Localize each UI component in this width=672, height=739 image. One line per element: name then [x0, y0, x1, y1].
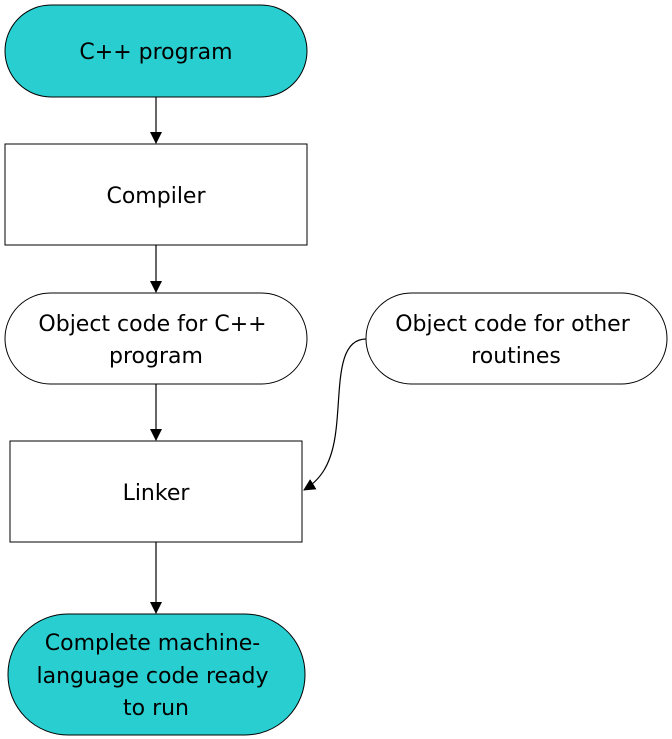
node-complete-code-shape: [7, 613, 306, 736]
node-cpp-program-label: C++ program: [79, 40, 232, 65]
node-object-code-cpp: Object code for C++ program: [4, 292, 308, 385]
node-object-code-other-line-1: Object code for other: [395, 312, 631, 337]
node-linker-label: Linker: [123, 481, 191, 506]
node-linker-shape: [9, 440, 303, 543]
node-object-code-other-line-2: routines: [471, 344, 561, 369]
node-cpp-program-shape: [4, 4, 308, 98]
node-compiler-shape: [4, 143, 308, 246]
node-object-code-cpp-line-2: program: [109, 344, 203, 369]
node-complete-code-line-3: to run: [123, 696, 189, 721]
node-cpp-program: C++ program: [4, 4, 308, 98]
node-object-code-other-shape: [365, 292, 668, 385]
node-complete-code-label: Complete machine- language code ready to…: [36, 631, 275, 721]
node-linker-line-1: Linker: [123, 481, 191, 506]
node-object-code-other-label: Object code for other routines: [395, 312, 637, 369]
connectors: [150, 97, 367, 614]
node-complete-code-line-1: Complete machine-: [45, 631, 261, 656]
node-object-code-cpp-line-1: Object code for C++: [38, 312, 266, 337]
node-compiler-label: Compiler: [106, 184, 206, 209]
node-compiler: Compiler: [4, 143, 308, 246]
node-compiler-line-1: Compiler: [106, 184, 206, 209]
arrow-other-routines-to-linker: [303, 338, 367, 491]
node-complete-code: Complete machine- language code ready to…: [7, 613, 306, 736]
node-linker: Linker: [9, 440, 303, 543]
node-object-code-cpp-shape: [4, 292, 308, 385]
node-complete-code-line-2: language code ready: [36, 664, 268, 689]
node-object-code-cpp-label: Object code for C++ program: [38, 312, 273, 369]
node-object-code-other: Object code for other routines: [365, 292, 668, 385]
node-cpp-program-line-1: C++ program: [79, 40, 232, 65]
